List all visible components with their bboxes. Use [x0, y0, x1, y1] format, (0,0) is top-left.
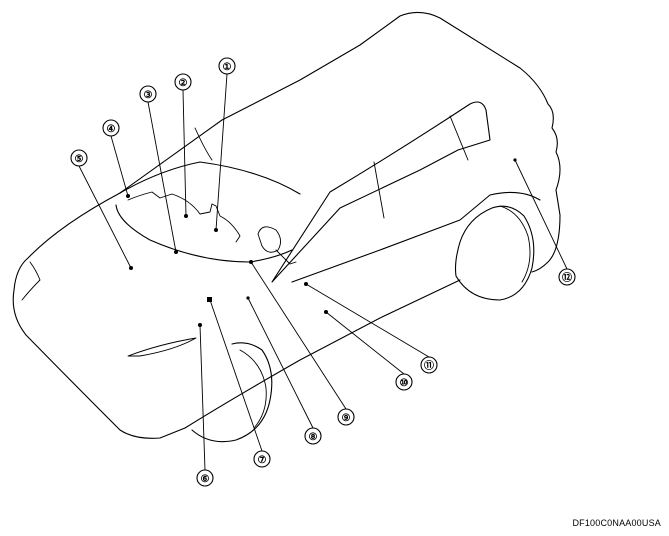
leader-7: [209, 299, 263, 452]
leader-lines: [78, 73, 568, 471]
leader-11: [305, 283, 430, 358]
leader-5: [78, 165, 132, 269]
callout-4-label: ④: [107, 124, 116, 135]
location-dot-2: [184, 214, 188, 218]
roof-outline: [119, 11, 561, 273]
callout-12-label: ⑫: [562, 271, 572, 284]
location-dots: [126, 158, 517, 327]
callout-10: ⑩: [395, 373, 413, 391]
callout-8-label: ⑧: [309, 432, 318, 443]
location-dot-5: [129, 266, 133, 270]
callout-9: ⑨: [337, 408, 355, 426]
callout-labels: ① ② ③ ④ ⑤ ⑥ ⑦ ⑧: [70, 57, 576, 487]
location-dot-10: [324, 310, 328, 314]
rocker-line: [184, 279, 461, 429]
callout-1-label: ①: [223, 62, 232, 73]
figure-code: DF100C0NAA00USA: [572, 518, 661, 528]
hood-outline: [12, 192, 186, 439]
side-body-line: [291, 191, 541, 283]
windshield-seam: [194, 127, 213, 161]
vehicle-drawing: [12, 11, 561, 443]
callout-3-label: ③: [144, 90, 153, 101]
leader-10: [325, 311, 405, 375]
callout-12: ⑫: [558, 268, 576, 286]
callout-7: ⑦: [253, 450, 271, 468]
location-dot-3: [174, 250, 178, 254]
rear-wheel: [454, 205, 535, 301]
location-dot-9: [249, 260, 253, 264]
engine-bay-detail: [127, 191, 241, 243]
leader-9: [250, 261, 347, 410]
door-frame: [271, 101, 491, 283]
fender-marker: [127, 337, 197, 357]
callout-6: ⑥: [196, 469, 214, 487]
callout-3: ③: [139, 85, 157, 103]
steering-column: [275, 249, 297, 265]
callout-5: ⑤: [70, 149, 88, 167]
front-wheel-inner: [239, 349, 267, 429]
steering-wheel: [257, 226, 281, 253]
callout-2-label: ②: [179, 78, 188, 89]
location-dot-7: [207, 297, 212, 302]
callout-8: ⑧: [304, 427, 322, 445]
callout-6-label: ⑥: [201, 474, 210, 485]
cowl-line: [115, 204, 293, 263]
leader-8: [247, 297, 314, 429]
rear-wheel-inner: [499, 205, 531, 283]
leader-12: [514, 159, 568, 270]
window-divider-c: [449, 115, 469, 161]
leader-1: [215, 73, 228, 231]
front-wheel: [191, 342, 273, 443]
leader-4: [110, 135, 129, 197]
leader-2: [182, 89, 187, 217]
location-dot-8: [246, 296, 250, 300]
window-divider-b: [373, 161, 385, 219]
callout-7-label: ⑦: [258, 455, 267, 466]
leader-3: [147, 101, 177, 253]
leader-6: [199, 324, 206, 471]
location-dot-4: [126, 194, 130, 198]
callout-10-label: ⑩: [400, 378, 409, 389]
callout-9-label: ⑨: [342, 413, 351, 424]
callout-4: ④: [102, 119, 120, 137]
windshield-top: [119, 161, 301, 195]
location-dot-11: [304, 282, 308, 286]
callout-2: ②: [174, 73, 192, 91]
callout-5-label: ⑤: [75, 154, 84, 165]
location-dot-1: [214, 228, 218, 232]
location-dot-6: [198, 323, 202, 327]
callout-1: ①: [218, 57, 236, 75]
headlight: [21, 261, 41, 301]
location-dot-12: [513, 158, 517, 162]
callout-11-label: ⑪: [424, 359, 434, 372]
callout-11: ⑪: [420, 356, 438, 374]
